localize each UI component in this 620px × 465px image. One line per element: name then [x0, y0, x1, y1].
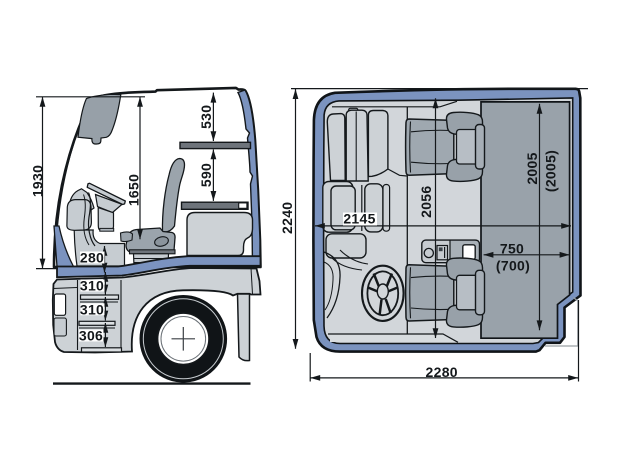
svg-text:310: 310 [80, 278, 104, 294]
svg-text:750: 750 [500, 240, 524, 256]
svg-text:310: 310 [80, 301, 104, 317]
svg-text:2145: 2145 [343, 211, 375, 227]
svg-text:(700): (700) [496, 258, 530, 274]
svg-text:530: 530 [198, 105, 214, 129]
svg-text:1930: 1930 [29, 165, 45, 197]
svg-text:2056: 2056 [418, 186, 434, 218]
svg-text:2280: 2280 [426, 364, 458, 380]
svg-text:306: 306 [79, 328, 103, 344]
svg-text:2240: 2240 [279, 202, 295, 234]
svg-text:280: 280 [80, 250, 104, 266]
svg-text:590: 590 [198, 163, 214, 187]
svg-text:(2005): (2005) [543, 150, 559, 192]
svg-text:2005: 2005 [524, 152, 540, 184]
svg-text:1650: 1650 [126, 174, 142, 206]
